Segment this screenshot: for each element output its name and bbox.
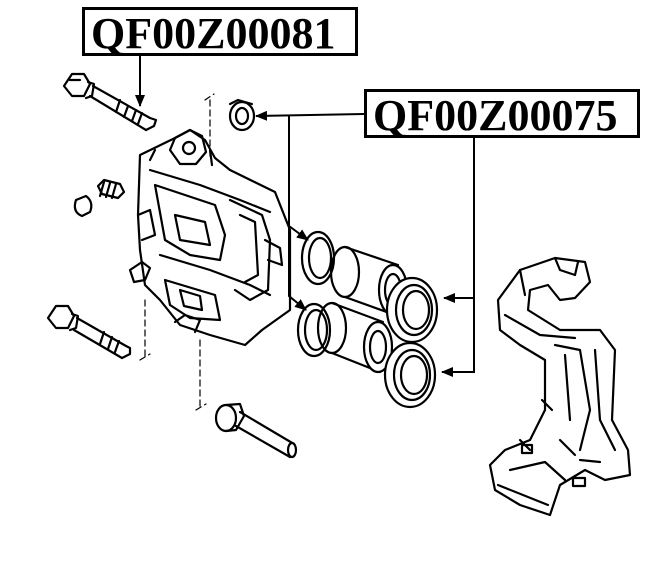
piston-boot-upper — [385, 276, 439, 344]
leader-lines — [135, 56, 475, 377]
caliper-guide-bolt-upper — [62, 72, 158, 132]
caliper-guide-bolt-lower — [46, 304, 132, 360]
part-number-label: QF00Z00075 — [364, 89, 640, 138]
guide-pin — [214, 402, 298, 459]
part-number-label: QF00Z00081 — [82, 7, 358, 56]
bleeder-screw — [96, 178, 126, 200]
bleeder-cap — [73, 194, 93, 218]
assembly-guidelines — [139, 93, 215, 411]
caliper-bracket — [488, 256, 632, 517]
piston-boot-lower — [383, 341, 437, 409]
piston-seal-upper — [300, 230, 336, 286]
dust-boot — [228, 98, 256, 132]
caliper-housing — [128, 128, 292, 347]
piston-seal-lower — [296, 302, 332, 358]
